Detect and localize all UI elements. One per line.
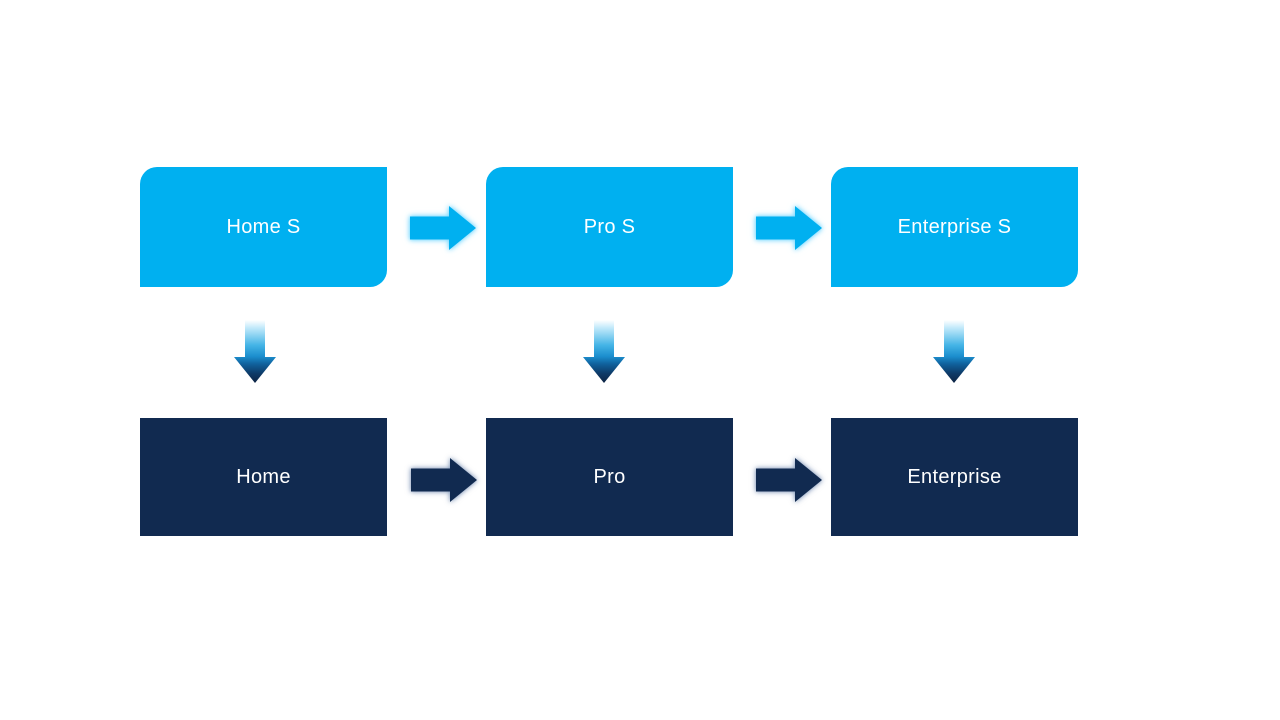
- node-home-s: Home S: [140, 167, 387, 287]
- block-arrow-right-icon: [756, 206, 822, 250]
- node-enterprise: Enterprise: [831, 418, 1078, 536]
- node-enterprise-s-label: Enterprise S: [897, 215, 1012, 238]
- block-arrow-right-icon: [411, 458, 477, 502]
- node-pro: Pro: [486, 418, 733, 536]
- node-pro-s: Pro S: [486, 167, 733, 287]
- node-pro-label: Pro: [593, 465, 626, 488]
- block-arrow-down-icon: [234, 320, 276, 383]
- node-home-label: Home: [236, 465, 291, 488]
- node-pro-s-label: Pro S: [583, 215, 636, 238]
- node-home-s-label: Home S: [226, 215, 301, 238]
- node-enterprise-label: Enterprise: [907, 465, 1002, 488]
- block-arrow-down-icon: [583, 320, 625, 383]
- node-home: Home: [140, 418, 387, 536]
- block-arrow-right-icon: [756, 458, 822, 502]
- block-arrow-down-icon: [933, 320, 975, 383]
- node-enterprise-s: Enterprise S: [831, 167, 1078, 287]
- block-arrow-right-icon: [410, 206, 476, 250]
